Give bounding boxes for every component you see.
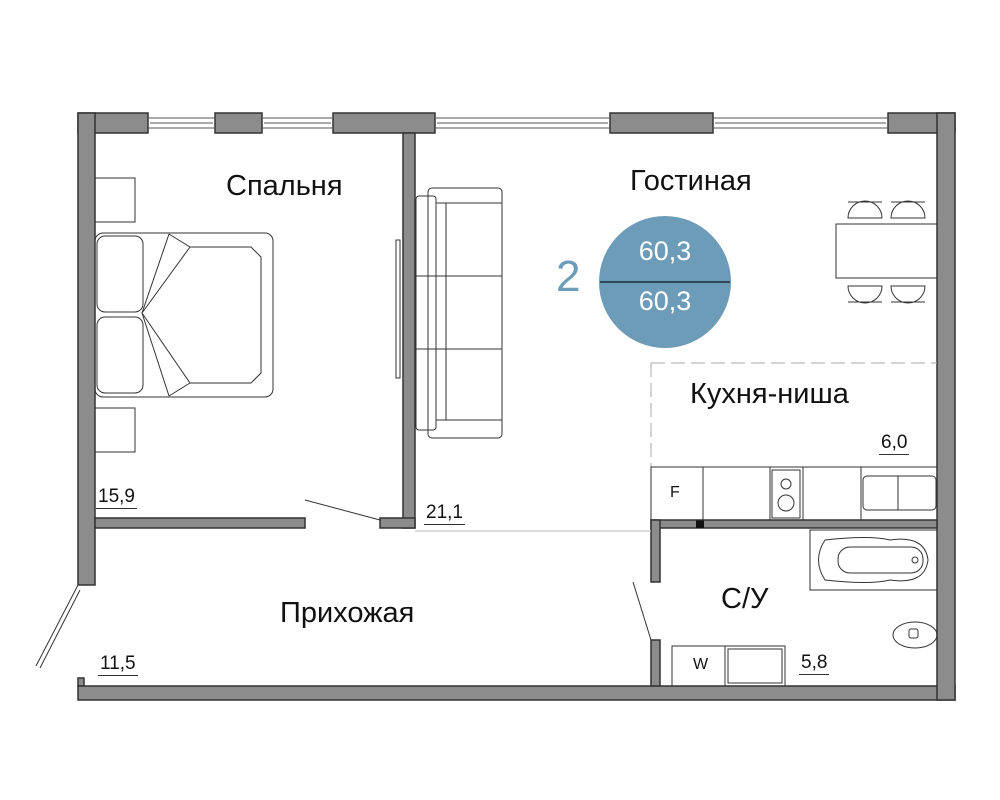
washer-label: W — [693, 656, 709, 673]
area-living: 21,1 — [424, 502, 465, 525]
area-kitchen: 6,0 — [879, 432, 910, 455]
area-hallway: 11,5 — [98, 653, 138, 676]
room-label-bathroom: С/У — [721, 583, 769, 615]
room-label-living: Гостиная — [630, 165, 752, 197]
living-area: 60,3 — [638, 286, 692, 316]
rooms-count: 2 — [556, 252, 581, 301]
room-label-bedroom: Спальня — [226, 170, 343, 202]
area-bathroom: 5,8 — [799, 652, 830, 675]
area-bedroom: 15,9 — [96, 486, 137, 509]
walls — [77, 112, 956, 701]
total-area: 60,3 — [638, 236, 692, 266]
room-label-kitchen: Кухня-ниша — [690, 378, 849, 410]
windows — [148, 117, 888, 129]
fridge-label: F — [670, 484, 680, 501]
room-label-hallway: Прихожая — [280, 597, 415, 629]
furniture — [35, 177, 938, 687]
